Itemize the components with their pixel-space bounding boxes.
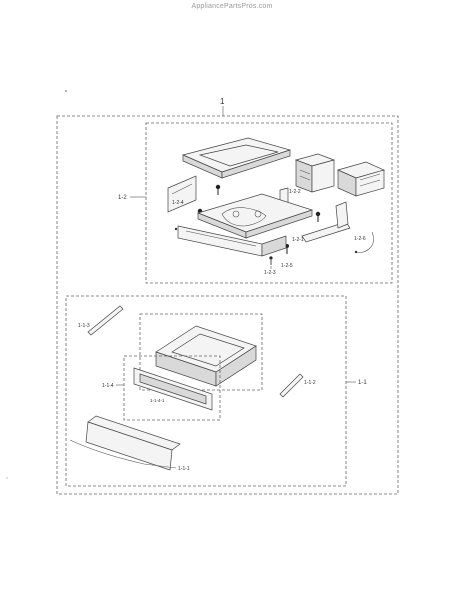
- drawer-tray-part: [155, 325, 257, 387]
- label-1-2-1: 1-2-1: [292, 237, 304, 243]
- left-bracket-part: [167, 175, 197, 213]
- assembly-1-2-boundary: [145, 122, 393, 284]
- label-1-2-3: 1-2-3: [264, 270, 276, 276]
- fan-motor-part: [294, 153, 336, 193]
- right-rail-part: [301, 201, 351, 243]
- label-1-1-4-1: 1-1-4-1: [150, 398, 165, 403]
- wire-end: [354, 250, 358, 254]
- label-1: 1: [220, 97, 225, 106]
- label-1-1-1: 1-1-1: [178, 466, 190, 472]
- label-1-1-3: 1-1-3: [78, 323, 90, 329]
- top-plate-part: [181, 137, 292, 179]
- label-1-1: 1-1: [358, 380, 367, 386]
- label-1-2: 1-2: [118, 195, 127, 201]
- label-1-1-4: 1-1-4: [102, 383, 114, 389]
- control-module-part: [336, 161, 386, 197]
- label-1-2-5: 1-2-5: [281, 263, 293, 269]
- assembly-1-1-boundary: [65, 295, 347, 487]
- screw-1: [215, 184, 221, 195]
- left-rail-part: [87, 305, 124, 336]
- screw-5: [269, 256, 273, 265]
- label-1-2-6: 1-2-6: [354, 236, 366, 242]
- drawer-frame-part: [133, 367, 213, 411]
- right-drawer-rail-part: [279, 373, 304, 398]
- screw-3: [315, 211, 321, 222]
- base-plate-part: [196, 193, 314, 239]
- scan-mark: [65, 90, 67, 92]
- drawer-front-panel-part: [69, 415, 181, 471]
- wire-harness-part: [355, 231, 374, 253]
- front-panel-part: [174, 225, 287, 257]
- label-1-2-2: 1-2-2: [289, 189, 301, 195]
- label-1-2-4: 1-2-4: [172, 200, 184, 206]
- watermark: AppliancePartsPros.com: [191, 3, 273, 10]
- drawer-box-boundary: [139, 313, 263, 391]
- assembly-1-boundary: [56, 115, 399, 495]
- label-1-1-2: 1-1-2: [304, 380, 316, 386]
- scan-mark: [6, 477, 8, 479]
- front-frame-boundary: [123, 355, 221, 421]
